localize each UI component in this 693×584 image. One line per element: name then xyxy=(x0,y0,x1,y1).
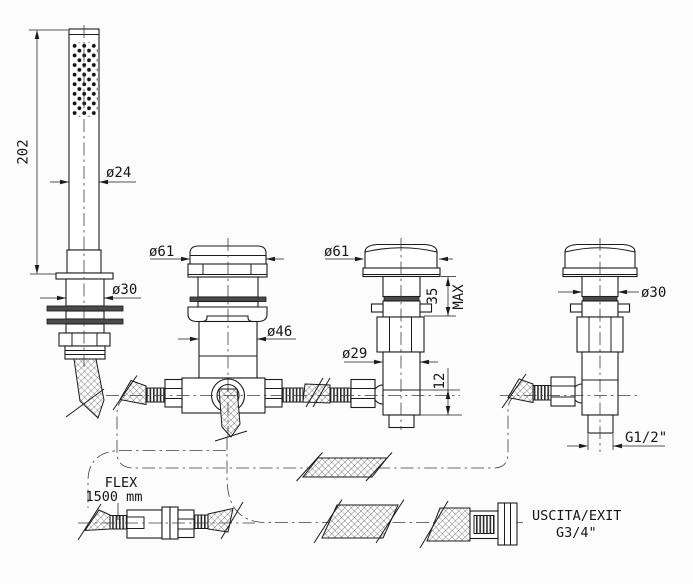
gasket xyxy=(46,305,124,312)
dim-deck-max-value: 35 xyxy=(425,288,441,305)
dim-valve2-thread: G1/2" xyxy=(625,430,667,446)
axis-centerlines xyxy=(78,25,638,524)
dim-valve-tail: 12 xyxy=(432,373,448,390)
exit-hose-coupling xyxy=(419,500,518,549)
spray-face xyxy=(72,42,98,117)
dim-shower-dia: ø24 xyxy=(106,165,131,181)
dim-mixer-body-dia: ø46 xyxy=(267,324,292,340)
flex-hose-coupling xyxy=(77,501,244,541)
dim-valve-body-dia: ø29 xyxy=(342,346,367,362)
hand-shower-holder xyxy=(46,272,124,419)
dim-holder-dia: ø30 xyxy=(112,282,137,298)
deck-gasket xyxy=(383,296,420,302)
control-valve-1 xyxy=(329,243,441,429)
mixer-outlet-hose xyxy=(218,388,241,438)
dim-deck-max-word: MAX xyxy=(451,284,467,310)
exit-label-line1: USCITA/EXIT xyxy=(532,508,621,524)
hose-break-segment-lower xyxy=(313,499,405,544)
shower-hose-stub xyxy=(73,358,105,419)
flex-label-line2: 1500 mm xyxy=(86,489,143,505)
dimensions xyxy=(29,29,665,520)
dim-valve-cap-dia: ø61 xyxy=(324,244,349,260)
exit-label-line2: G3/4" xyxy=(556,525,597,541)
dim-mixer-cap-dia: ø61 xyxy=(149,244,174,260)
flex-label-line1: FLEX xyxy=(105,475,138,491)
control-valve-2 xyxy=(501,243,638,434)
hose-routing-lines xyxy=(87,395,527,523)
dim-shower-length: 202 xyxy=(16,139,32,164)
gasket xyxy=(46,318,124,325)
dim-valve2-dia: ø30 xyxy=(641,285,666,301)
mixer-unit xyxy=(112,245,331,442)
hose-break-segment-upper xyxy=(296,452,393,482)
